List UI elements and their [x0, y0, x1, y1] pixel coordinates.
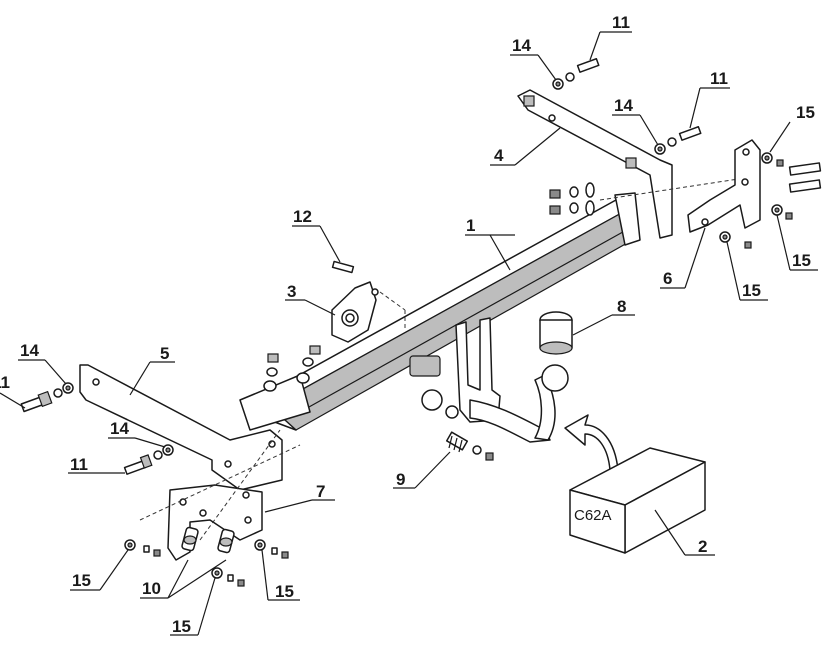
callout-8: 8	[617, 297, 626, 316]
callout-11-left: 11	[0, 373, 10, 392]
tow-ball-neck	[409, 317, 569, 443]
callout-7: 7	[316, 482, 325, 501]
callout-9: 9	[396, 470, 405, 489]
callout-14-top: 14	[512, 36, 531, 55]
left-fasteners	[20, 382, 174, 475]
callout-14-left-lower: 14	[110, 419, 129, 438]
right-fasteners	[549, 58, 746, 216]
callout-11-right: 11	[710, 69, 728, 88]
bolts-10	[181, 526, 235, 554]
leader-lines	[0, 31, 818, 636]
callout-11-left-lower: 11	[70, 455, 88, 474]
callout-15-right-lower: 15	[742, 281, 761, 300]
left-side-bracket	[79, 364, 311, 491]
callout-15-bottom: 15	[172, 617, 191, 636]
lower-bracket	[167, 484, 263, 561]
callout-15-bottom-left: 15	[72, 571, 91, 590]
kit-box-label: C62A	[574, 507, 612, 524]
far-right-bracket	[687, 139, 761, 233]
callout-15-bottom-middle: 15	[275, 582, 294, 601]
callout-14-left: 14	[20, 341, 39, 360]
callout-11-top: 11	[612, 13, 630, 32]
right-side-bracket	[517, 89, 673, 239]
callout-5: 5	[160, 344, 169, 363]
far-right-fasteners	[719, 152, 822, 249]
callout-3: 3	[287, 282, 296, 301]
callout-10: 10	[142, 579, 161, 598]
callout-12: 12	[293, 207, 312, 226]
callout-15-right: 15	[792, 251, 811, 270]
kit-box: C62A	[569, 447, 706, 554]
ball-cover	[539, 311, 573, 355]
spring-pin	[445, 431, 494, 461]
callout-numbers: 1 2 3 4 5 6 7 8 9 10 11 11 11 11 12 14 1…	[0, 13, 815, 636]
lower-fasteners	[124, 429, 301, 587]
callout-2: 2	[698, 537, 707, 556]
callout-4: 4	[494, 146, 504, 165]
callout-6: 6	[663, 269, 672, 288]
socket-plate	[331, 260, 406, 343]
callout-15-top-right: 15	[796, 103, 815, 122]
curved-arrow	[564, 414, 619, 471]
callout-14-right: 14	[614, 96, 633, 115]
center-fasteners	[263, 345, 321, 392]
callout-1: 1	[466, 216, 475, 235]
